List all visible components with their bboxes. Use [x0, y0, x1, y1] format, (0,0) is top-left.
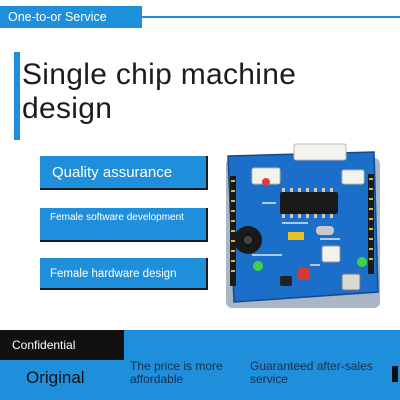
switch	[341, 273, 361, 291]
button-black	[280, 276, 292, 286]
corner-mark	[392, 366, 398, 382]
capacitor-yellow	[288, 232, 304, 240]
original-label: Original	[0, 360, 124, 396]
led-green-right	[357, 257, 367, 267]
led-red	[262, 178, 270, 186]
crystal	[316, 226, 334, 235]
feature-hardware-design: Female hardware design	[40, 258, 208, 290]
service-note: Guaranteed after-sales service	[250, 359, 373, 386]
feature-software-development: Female software development	[40, 208, 208, 242]
service-label: One-to-or Service	[0, 6, 142, 28]
connector-right	[341, 169, 365, 185]
page-title: Single chip machine design	[22, 58, 297, 125]
top-bar: One-to-or Service	[0, 0, 400, 34]
confidential-label: Confidential	[0, 330, 124, 360]
microcontroller-board-image	[226, 143, 380, 308]
feature-quality-assurance: Quality assurance	[40, 156, 208, 190]
potentiometer	[321, 245, 341, 263]
hero-frame	[14, 52, 392, 140]
ic-chip	[280, 192, 338, 214]
led-green-left	[253, 261, 263, 271]
header-divider	[142, 16, 400, 18]
button-red	[298, 268, 310, 280]
price-note: The price is more affordable	[130, 359, 223, 386]
connector-top	[293, 143, 347, 161]
